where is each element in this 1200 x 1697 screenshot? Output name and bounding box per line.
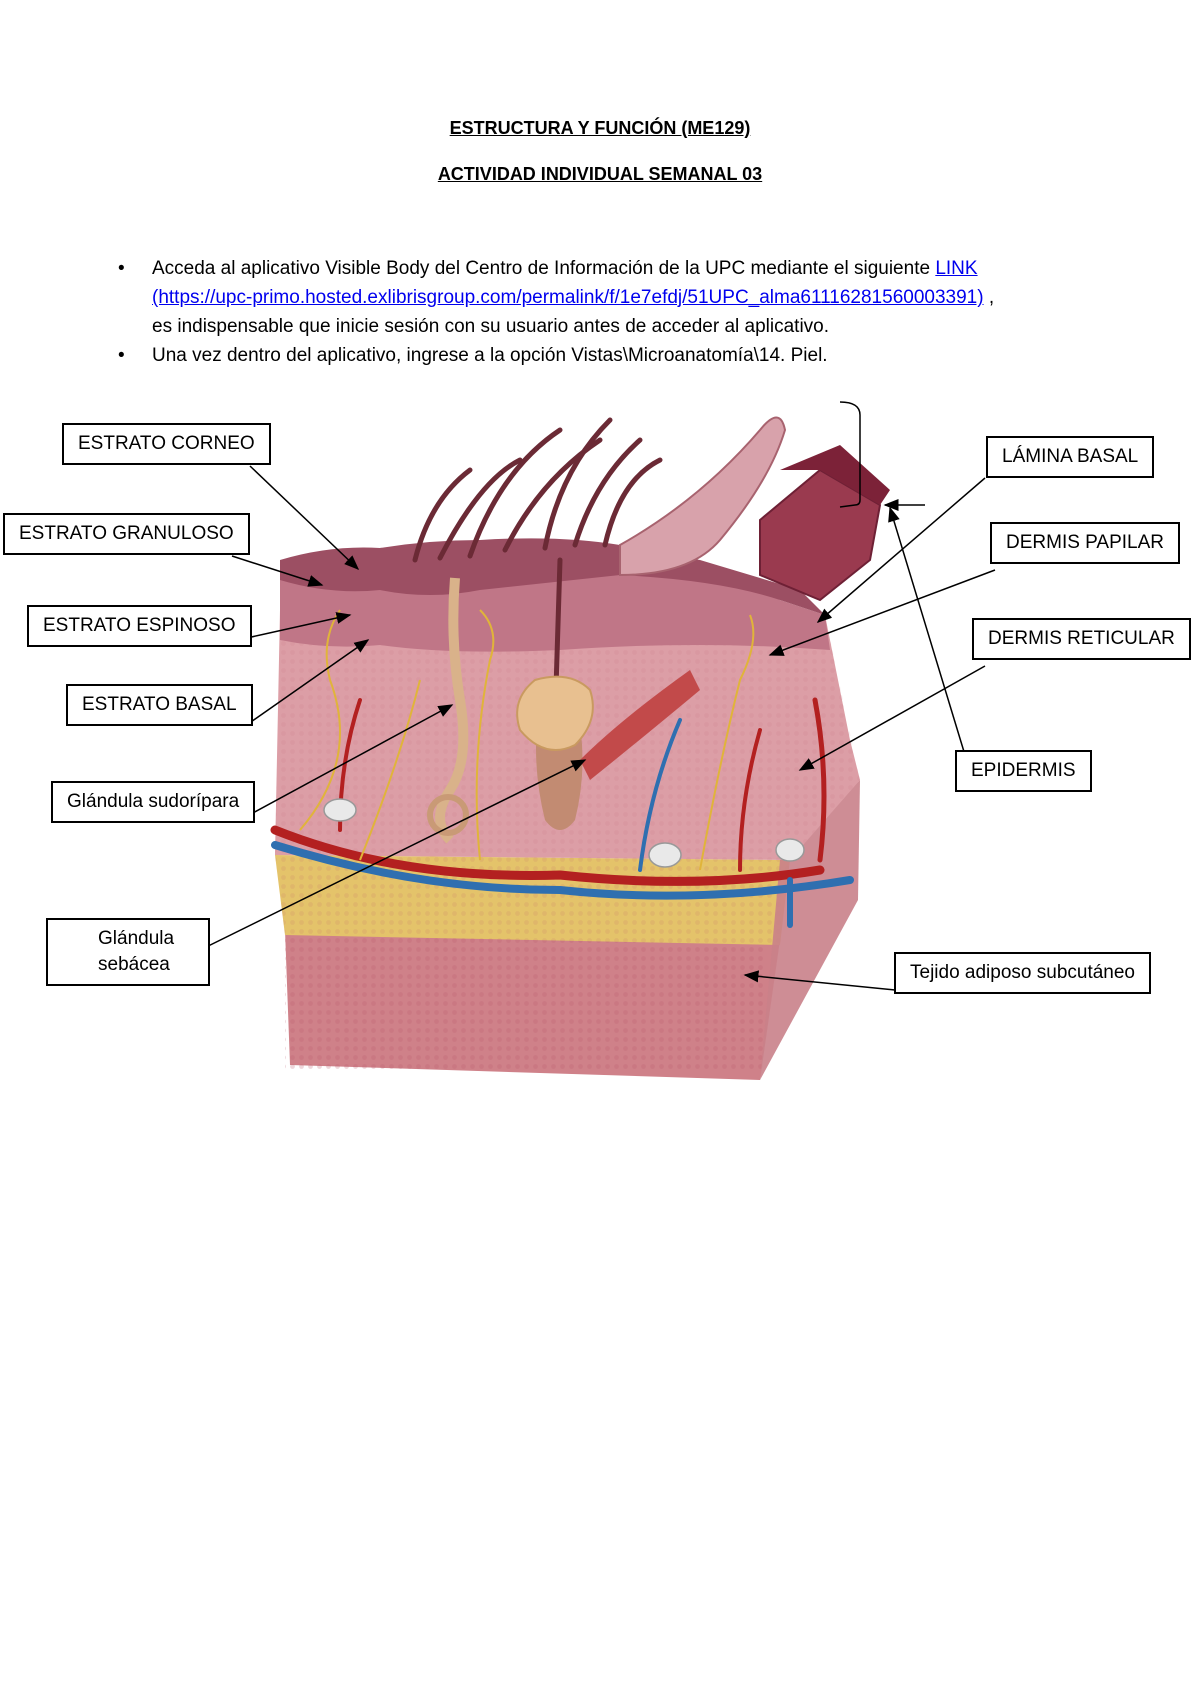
arrector-muscle (580, 670, 700, 780)
instruction-item-1: • Acceda al aplicativo Visible Body del … (118, 254, 1108, 341)
label-estrato-espinoso: ESTRATO ESPINOSO (27, 605, 252, 647)
instruction-line-2: (https://upc-primo.hosted.exlibrisgroup.… (152, 283, 1108, 312)
instruction-line-3: es indispensable que inicie sesión con s… (152, 316, 830, 337)
bullet-icon: • (118, 345, 125, 366)
hair-shafts (412, 417, 663, 723)
instruction-1-after: , (983, 287, 995, 308)
peeled-layer (619, 416, 787, 577)
corpuscle (323, 798, 357, 822)
deep-layer-texture (285, 930, 765, 1070)
label-lamina-basal: LÁMINA BASAL (986, 436, 1155, 478)
sweat-gland (435, 577, 469, 844)
instruction-line-1: Acceda al aplicativo Visible Body del Ce… (152, 254, 1108, 283)
label-dermis-reticular: DERMIS RETICULAR (972, 618, 1191, 660)
link-text[interactable]: LINK (935, 258, 978, 279)
epidermis-bracket (839, 401, 861, 508)
label-estrato-granuloso: ESTRATO GRANULOSO (3, 513, 250, 555)
leader-lines (189, 465, 996, 991)
label-dermis-papilar: DERMIS PAPILAR (990, 522, 1181, 564)
document-title: ESTRUCTURA Y FUNCIÓN (ME129) (449, 118, 751, 138)
sebaceous-gland (516, 675, 594, 751)
corpuscle (648, 842, 682, 868)
instruction-1-text: Acceda al aplicativo Visible Body del Ce… (152, 258, 936, 279)
label-glandula-sebacea: Glándula sebácea (46, 918, 210, 986)
document-subtitle: ACTIVIDAD INDIVIDUAL SEMANAL 03 (437, 164, 763, 184)
link-url[interactable]: (https://upc-primo.hosted.exlibrisgroup.… (152, 287, 984, 308)
label-epidermis: EPIDERMIS (955, 750, 1092, 792)
label-tejido-adiposo: Tejido adiposo subcutáneo (894, 952, 1152, 994)
instructions-list: • Acceda al aplicativo Visible Body del … (118, 254, 1108, 370)
label-estrato-corneo: ESTRATO CORNEO (62, 423, 271, 465)
label-estrato-basal: ESTRATO BASAL (66, 684, 253, 726)
instruction-2-text: Una vez dentro del aplicativo, ingrese a… (152, 345, 828, 366)
corpuscle (775, 838, 805, 862)
instruction-item-2: • Una vez dentro del aplicativo, ingrese… (118, 341, 1108, 370)
bullet-icon: • (118, 258, 125, 279)
label-glandula-sudoripara: Glándula sudorípara (51, 781, 256, 823)
skin-diagram (189, 401, 996, 1080)
